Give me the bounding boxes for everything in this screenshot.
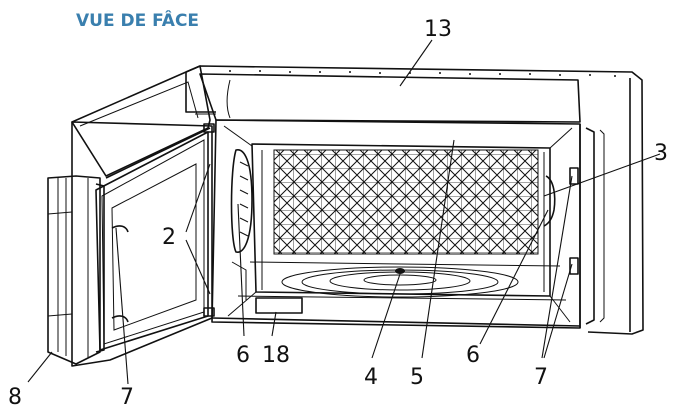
vent-dots — [229, 70, 616, 77]
callout-2: 2 — [162, 225, 176, 250]
callout-4: 4 — [364, 365, 378, 390]
callout-3: 3 — [654, 141, 668, 166]
back-wall-grille — [273, 149, 539, 255]
door-latch-bottom — [569, 257, 579, 275]
right-side-light — [543, 175, 556, 227]
door-latch-top — [569, 167, 579, 185]
door — [47, 65, 215, 367]
callout-6-right: 6 — [466, 343, 480, 368]
callout-13: 13 — [424, 17, 452, 42]
callout-8: 8 — [8, 385, 22, 408]
callouts: 13 3 2 6 18 4 5 6 7 8 7 — [8, 17, 668, 408]
diagram-title: VUE DE FÂCE — [76, 9, 199, 31]
door-handle — [47, 175, 105, 365]
turntable — [281, 266, 519, 298]
left-side-cover — [230, 149, 253, 253]
callout-6-left: 6 — [236, 343, 250, 368]
rating-label-plate — [255, 297, 303, 314]
callout-7-right: 7 — [534, 365, 548, 390]
cavity — [211, 119, 581, 329]
callout-18: 18 — [262, 343, 290, 368]
leader-lines — [27, 39, 661, 385]
callout-7-bottom: 7 — [120, 385, 134, 408]
callout-5: 5 — [410, 365, 424, 390]
